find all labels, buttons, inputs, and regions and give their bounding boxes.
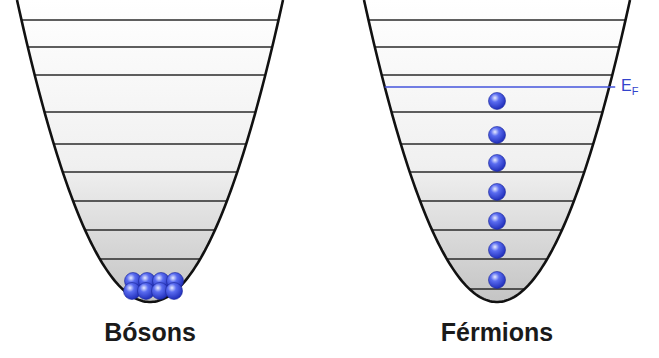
particle: [489, 155, 506, 172]
energy-level: [375, 46, 619, 47]
energy-level: [35, 74, 266, 75]
fermi-energy-symbol: E: [621, 78, 632, 94]
energy-level: [73, 200, 227, 201]
energy-level: [85, 229, 215, 230]
energy-level: [368, 19, 625, 20]
energy-level: [45, 111, 256, 112]
particle: [489, 93, 506, 110]
well-shading: [17, 0, 283, 302]
bosons-caption: Bósons: [104, 320, 196, 345]
well-outline: [364, 0, 630, 302]
particle: [489, 127, 506, 144]
particle: [489, 242, 506, 259]
energy-level: [100, 258, 200, 259]
particle: [489, 213, 506, 230]
energy-level: [382, 74, 613, 75]
energy-level: [392, 111, 603, 112]
particle: [166, 283, 183, 300]
fermions-caption: Férmions: [441, 320, 554, 345]
energy-level: [21, 19, 278, 20]
particle: [489, 272, 506, 289]
energy-level: [63, 171, 238, 172]
energy-level: [54, 143, 246, 144]
well-outline: [17, 0, 283, 302]
energy-level: [28, 46, 272, 47]
fermi-level: [385, 86, 615, 88]
particle: [489, 184, 506, 201]
well-shading: [364, 0, 630, 302]
fermi-energy-subscript: F: [632, 86, 639, 97]
